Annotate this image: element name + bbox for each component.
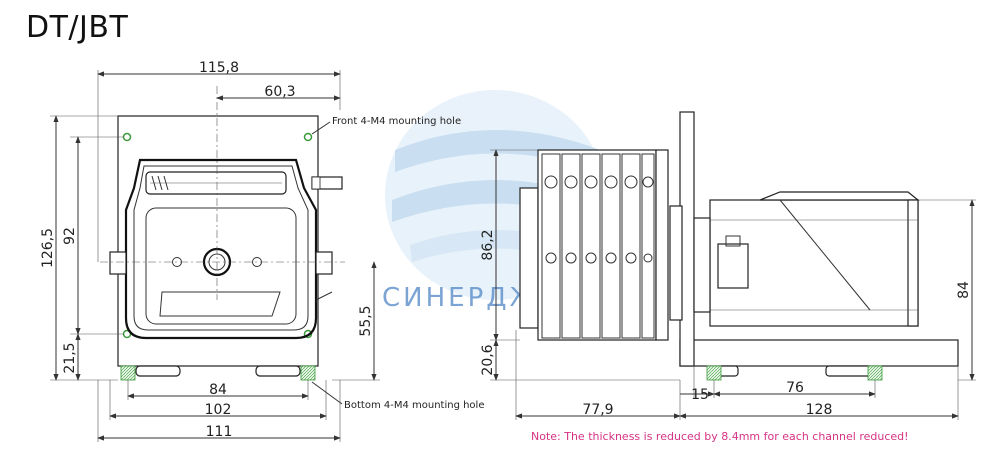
tube-connector-right [315, 251, 333, 275]
label-plate [159, 291, 281, 317]
side-hole-marker-right [867, 365, 883, 381]
tube-connector-left [109, 251, 127, 275]
bottom-hole-marker-left [120, 365, 136, 381]
dim-hole-pitch: 76 [786, 380, 804, 396]
pump-head-outline [124, 158, 318, 340]
side-foot-right [825, 365, 873, 377]
dim-overall-width: 111 [206, 424, 233, 440]
coupling [669, 205, 683, 321]
front-foot-left [135, 365, 181, 377]
dim-shaft-height: 55,5 [358, 305, 374, 336]
channel-thickness-note: Note: The thickness is reduced by 8.4mm … [531, 430, 909, 443]
dim-base-offset: 20,6 [480, 344, 496, 375]
dim-motor-height: 84 [956, 281, 972, 299]
front-hole-top-right [303, 132, 313, 142]
dim-bottom-offset: 21,5 [62, 342, 78, 373]
dim-shaft-offset: 60,3 [264, 84, 295, 100]
side-hole-marker-left [706, 365, 722, 381]
bottom-hole-marker-right [300, 365, 316, 381]
dim-head-height: 86,2 [480, 229, 496, 260]
front-foot-right [255, 365, 301, 377]
dim-total-height: 126,5 [40, 228, 56, 268]
motor-junction [717, 243, 749, 289]
dim-base-width: 102 [205, 402, 232, 418]
diagram-title: DT/JBT [26, 10, 129, 45]
dim-bracket-thickness: 15 [691, 387, 709, 403]
front-holes-label: Front 4-M4 mounting hole [332, 116, 461, 127]
front-view: 115,8 60,3 126,5 92 21,5 55,5 84 102 [40, 60, 484, 442]
dim-motor-depth: 128 [806, 402, 833, 418]
dim-head-depth: 77,9 [582, 402, 613, 418]
dim-hole-spacing-h: 84 [209, 382, 227, 398]
side-base-plate [679, 339, 959, 367]
bottom-holes-label: Bottom 4-M4 mounting hole [344, 400, 484, 411]
side-view: 86,2 20,6 84 15 76 77,9 128 [480, 111, 976, 420]
channel-heads [541, 153, 655, 339]
dim-total-width: 115,8 [199, 60, 239, 76]
pump-heads-stack [537, 149, 657, 341]
front-mounting-plate [117, 115, 319, 367]
head-end-cap [519, 187, 539, 329]
dim-hole-spacing-v: 92 [62, 227, 78, 245]
